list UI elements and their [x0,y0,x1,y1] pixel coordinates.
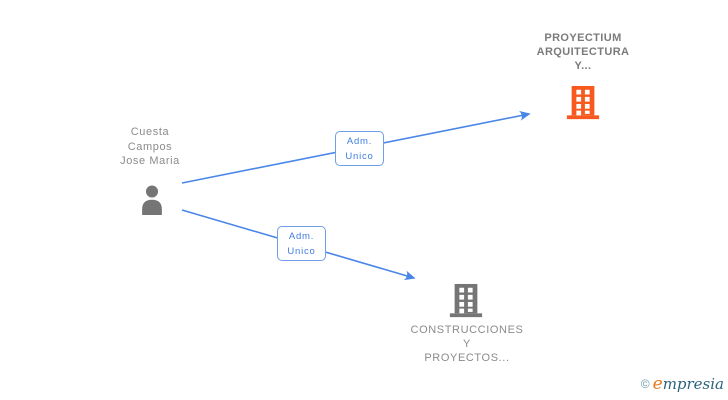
edge-label-adm-unico-1: Adm. Unico [335,131,384,166]
edge-label-adm-unico-2: Adm. Unico [277,226,326,261]
company-node-construcciones[interactable] [448,283,484,320]
building-icon [448,283,484,320]
copyright-icon: © [640,377,650,391]
company-name-construcciones: CONSTRUCCIONES Y PROYECTOS... [410,324,524,364]
company-name-proyectium: PROYECTIUM ARQUITECTURA Y... [536,32,630,72]
brand-wordmark: mpresia [662,375,724,393]
building-icon [565,85,601,122]
empresia-logo[interactable]: ©empresia [641,374,724,394]
brand-letter-e: e [652,374,663,394]
person-icon [136,184,168,216]
person-name: Cuesta Campos Jose Maria [120,126,180,167]
company-node-proyectium[interactable] [565,85,601,122]
person-node[interactable] [136,184,168,216]
